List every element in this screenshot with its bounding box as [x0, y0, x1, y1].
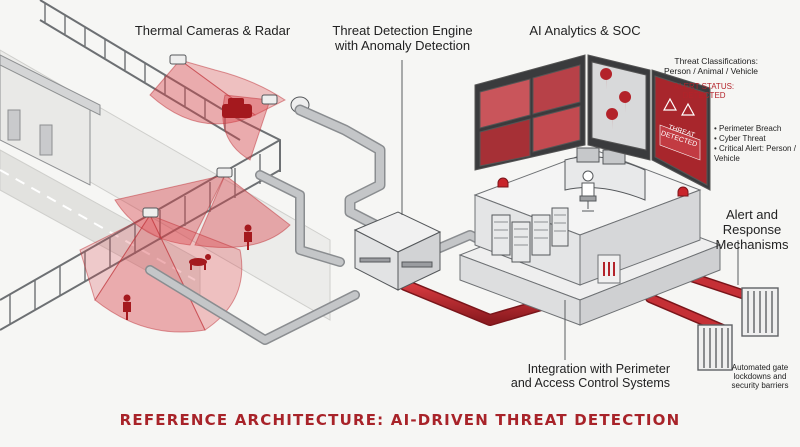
camera-icon [217, 168, 232, 177]
threat-classifications-label: Threat Classifications: Person / Animal … [640, 57, 758, 77]
camera-icon [262, 95, 277, 104]
engine-label: Threat Detection Engine with Anomaly Det… [320, 24, 485, 54]
server-rack-icon [512, 222, 530, 262]
camera-icon [143, 208, 158, 217]
engine-label-line1: Threat Detection Engine [320, 24, 485, 39]
alert-list-item: Perimeter Breach [714, 124, 796, 134]
alert-response-label: Alert and Response Mechanisms [708, 208, 796, 253]
integration-line1: Integration with Perimeter [480, 362, 670, 376]
engine-label-line2: with Anomaly Detection [320, 39, 485, 54]
camera-icon [170, 55, 186, 64]
server-rack-icon [492, 215, 510, 255]
gate-line3: security barriers [720, 381, 800, 390]
thermal-cameras-label: Thermal Cameras & Radar [125, 24, 300, 39]
gate-label: Automated gate lockdowns and security ba… [720, 363, 800, 391]
alert-response-line2: Response [708, 223, 796, 238]
gate-line2: lockdowns and [720, 372, 800, 381]
thermal-cameras-text: Thermal Cameras & Radar [135, 23, 290, 38]
gate-line1: Automated gate [720, 363, 800, 372]
server-rack-icon [532, 215, 550, 255]
alert-status-line1: ALERT STATUS: [668, 82, 740, 91]
automated-gates [698, 288, 778, 370]
integration-line2: and Access Control Systems [480, 376, 670, 390]
beacon-icon [498, 178, 508, 187]
alert-status-label: ALERT STATUS: DETECTED [668, 82, 740, 100]
alert-response-line1: Alert and [708, 208, 796, 223]
alert-list-item: Critical Alert: Person / Vehicle [714, 144, 796, 164]
soc-label: AI Analytics & SOC [520, 24, 650, 39]
alert-list-item: Cyber Threat [714, 134, 796, 144]
operator-icon [582, 171, 594, 197]
alert-status-line2: DETECTED [668, 91, 740, 100]
alert-response-line3: Mechanisms [708, 238, 796, 253]
threat-classifications-line2: Person / Animal / Vehicle [640, 67, 758, 77]
server-rack-icon [552, 208, 568, 246]
integration-label: Integration with Perimeter and Access Co… [480, 362, 670, 391]
soc-text: AI Analytics & SOC [529, 23, 640, 38]
diagram-title: REFERENCE ARCHITECTURE: AI-DRIVEN THREAT… [0, 411, 800, 429]
alert-list: Perimeter Breach Cyber Threat Critical A… [714, 124, 796, 164]
beacon-icon [678, 187, 688, 196]
